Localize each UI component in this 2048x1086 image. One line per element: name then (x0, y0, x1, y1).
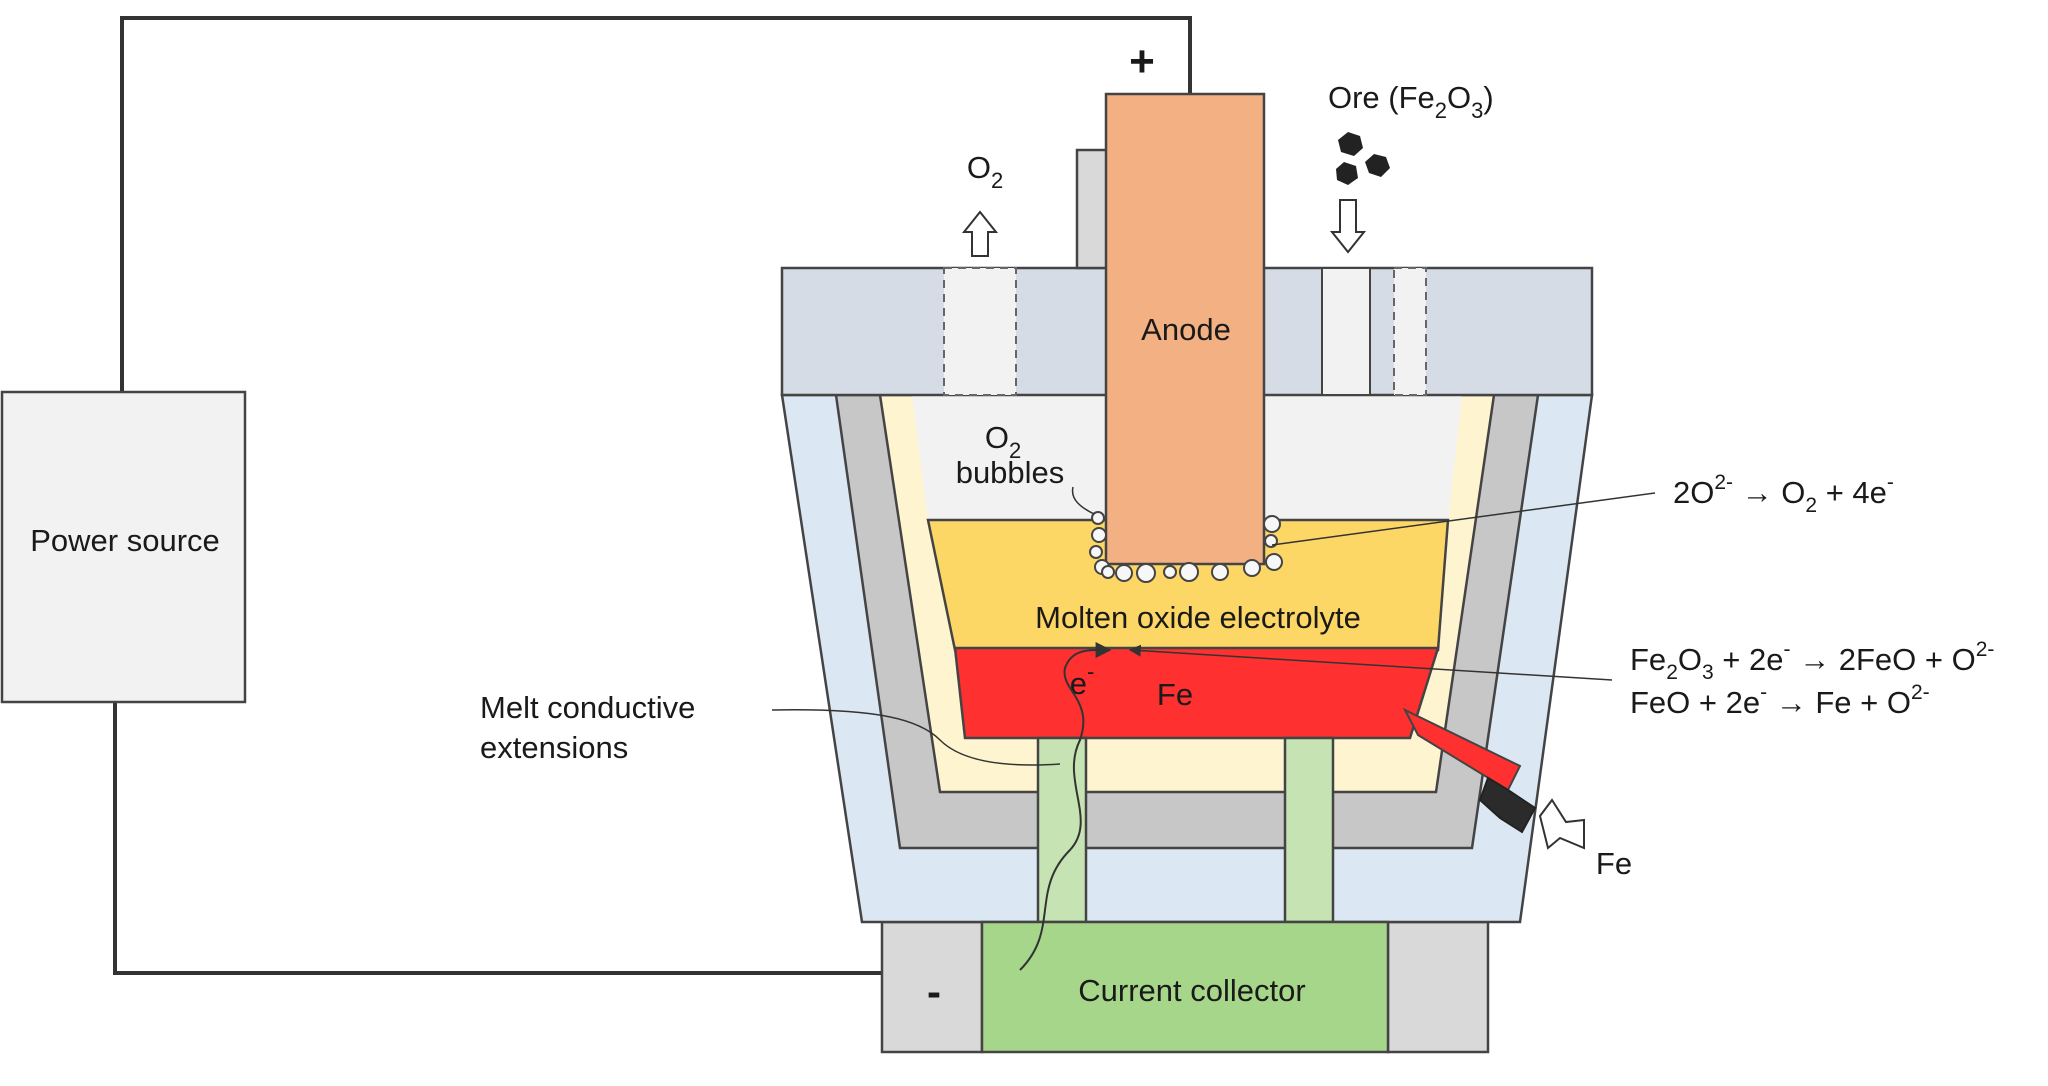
ore-particle (1336, 162, 1358, 185)
o2-outlet-arrow (961, 210, 999, 257)
anode-reaction-leader (1271, 492, 1656, 546)
bubble (1263, 515, 1281, 533)
o2-bubbles (1089, 511, 1283, 583)
circuit-wire-top (120, 16, 1192, 392)
right-support-block (1386, 920, 1490, 1054)
melt-extensions-leader (771, 709, 1061, 766)
bubble (1101, 565, 1115, 579)
bubbles-leader-line (1071, 486, 1095, 515)
bubble (1179, 562, 1199, 582)
iron-pool (953, 646, 1440, 740)
ore-feed-port (1321, 267, 1371, 396)
bubble (1089, 545, 1103, 559)
bubble (1115, 564, 1133, 582)
power-source-label: Power source (30, 523, 220, 558)
tap-channel-plug (1478, 776, 1537, 834)
bubble (1136, 563, 1156, 583)
power-source-box (0, 390, 247, 704)
ore-label: Ore (Fe2O3) (1328, 80, 1494, 123)
bubble (1265, 553, 1283, 571)
ore-particle (1338, 132, 1363, 156)
o2-outlet-label: O2 (967, 150, 1003, 193)
electron-path (1019, 641, 1112, 971)
cathode-reaction-1: Fe2O3 + 2e- → 2FeO + O2- (1630, 638, 1994, 684)
bubble (1091, 527, 1107, 543)
bubble (1091, 511, 1105, 525)
anode-label: Anode (1141, 312, 1231, 347)
o2-bubbles-o-label: O2 (985, 420, 1021, 463)
minus-terminal-label: - (927, 968, 941, 1015)
ore-particle (1365, 154, 1390, 177)
electrolyte-label: Molten oxide electrolyte (1035, 600, 1361, 635)
anode (1104, 92, 1266, 566)
melt-extensions-label-line2: extensions (480, 730, 628, 765)
plus-terminal-label: + (1129, 37, 1155, 86)
melt-extensions-label-line1: Melt conductive (480, 690, 695, 725)
bubble (1163, 565, 1177, 579)
ore-inlet-arrow (1329, 199, 1367, 254)
ore-particles (1336, 132, 1390, 185)
fe-outlet-label: Fe (1596, 846, 1632, 881)
bubble (1243, 559, 1261, 577)
bubbles-label: bubbles (956, 455, 1065, 490)
o2-vent-port (943, 267, 1017, 396)
ore-feed-port-dashed (1393, 267, 1427, 396)
fe-outlet-arrow (1538, 798, 1585, 850)
cathode-reaction-leader (1128, 644, 1613, 681)
bubble (1211, 563, 1229, 581)
circuit-wire-bottom (113, 702, 985, 975)
current-collector-label: Current collector (1078, 973, 1305, 1008)
conductive-extension-left (1036, 736, 1088, 924)
cathode-reaction-2: FeO + 2e- → Fe + O2- (1630, 681, 1930, 720)
current-collector (980, 920, 1390, 1054)
conductive-extension-right (1283, 736, 1335, 924)
anode-reaction: 2O2- → O2 + 4e- (1673, 471, 1894, 517)
fe-pool-label: Fe (1157, 677, 1193, 712)
